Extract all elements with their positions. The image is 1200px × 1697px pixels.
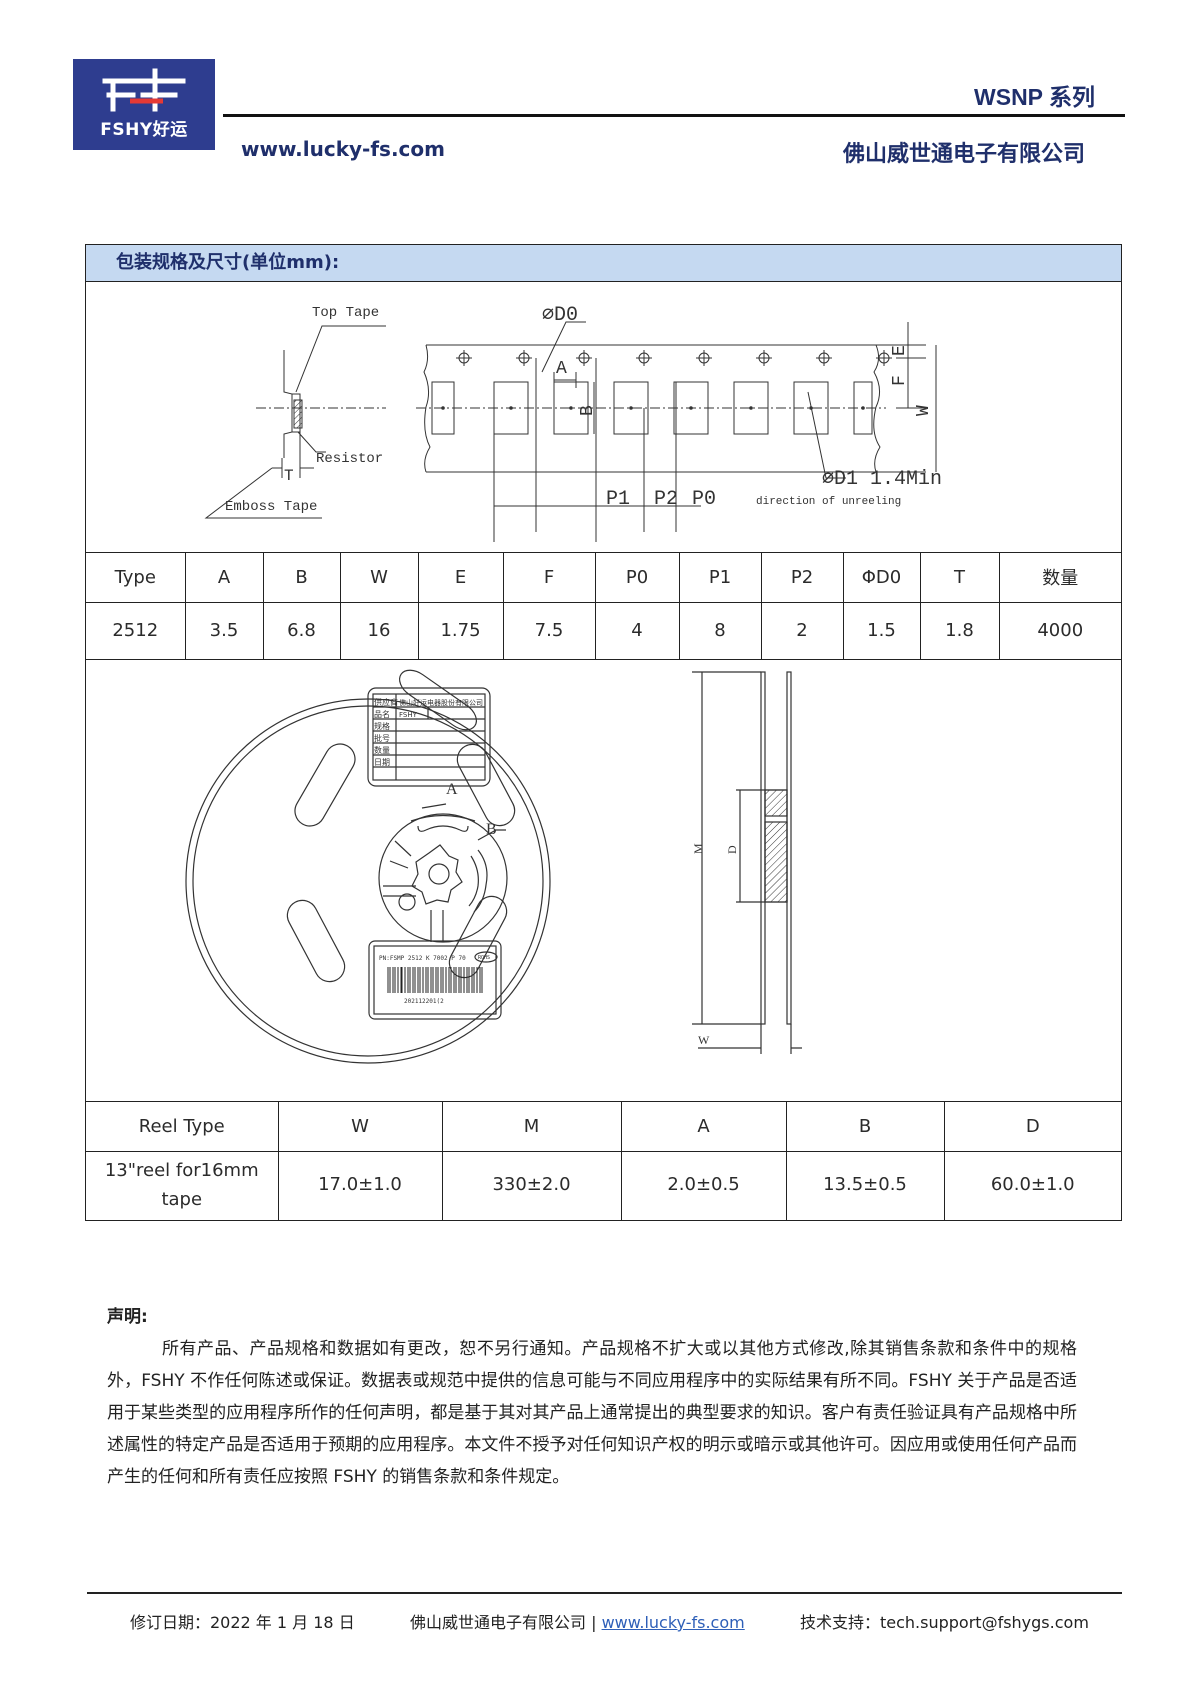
table-cell: 8 xyxy=(678,601,762,659)
table-cell: 13.5±0.5 xyxy=(785,1150,945,1220)
table-header-cell: F xyxy=(502,553,596,603)
label-p0: P0 xyxy=(692,488,716,511)
tape-diagram: Top Tape Resistor Emboss Tape T xyxy=(86,282,1121,553)
label-w: W xyxy=(914,405,934,416)
table-header-cell: M xyxy=(441,1102,622,1152)
table-cell: 1.5 xyxy=(842,601,921,659)
label-e: E xyxy=(890,345,910,356)
reel-label-supplier: 佛山好运电器股份有限公司 xyxy=(399,698,483,707)
footer-website-link[interactable]: www.lucky-fs.com xyxy=(601,1613,745,1632)
table-row: 2512 3.5 6.8 16 1.75 7.5 4 8 2 1.5 1.8 4… xyxy=(86,601,1121,659)
series-title: WSNP 系列 xyxy=(974,84,1095,110)
header-website[interactable]: www.lucky-fs.com xyxy=(241,137,445,161)
spec-title: 包装规格及尺寸(单位mm): xyxy=(86,245,1121,282)
table-cell: 1.8 xyxy=(919,601,1000,659)
reel-side-view xyxy=(692,671,802,1054)
table-cell: 2.0±0.5 xyxy=(620,1150,787,1220)
carrier-tape-strip xyxy=(416,321,937,542)
table-cell: 4 xyxy=(594,601,680,659)
table-header-cell: W xyxy=(277,1102,443,1152)
reel-barcode-bottom-text: 202112201(2 xyxy=(404,998,444,1005)
reel-label-row: 供应商 xyxy=(374,697,398,707)
table-header-cell: T xyxy=(919,553,1000,603)
table-header-cell: P1 xyxy=(678,553,762,603)
table-cell: 6.8 xyxy=(262,601,341,659)
table-header-cell: Reel Type xyxy=(86,1102,279,1152)
label-emboss-tape: Emboss Tape xyxy=(225,499,317,515)
table-cell: 2512 xyxy=(86,601,186,659)
table-header-cell: B xyxy=(785,1102,945,1152)
table-header-cell: A xyxy=(620,1102,787,1152)
table-cell: 13"reel for16mm tape xyxy=(86,1150,279,1220)
label-direction: direction of unreeling xyxy=(756,496,901,508)
footer-divider xyxy=(87,1592,1122,1594)
table-header-cell: A xyxy=(184,553,264,603)
reel-label-d: D xyxy=(725,845,739,854)
table-cell: 7.5 xyxy=(502,601,596,659)
table-cell: 16 xyxy=(339,601,419,659)
footer-support: 技术支持：tech.support@fshygs.com xyxy=(800,1613,1089,1632)
label-d0: ⌀D0 xyxy=(542,304,578,327)
label-resistor: Resistor xyxy=(316,451,383,467)
reel-label-m: M xyxy=(691,843,705,854)
table-cell: 3.5 xyxy=(184,601,264,659)
reel-diagram: A B 供应商 品名 规格 批号 数量 日期 佛山好运电器股份有限公司 FSHY xyxy=(86,659,1121,1102)
table-header-row: Type A B W E F P0 P1 P2 ΦD0 T 数量 xyxy=(86,553,1121,603)
table-header-cell: W xyxy=(339,553,419,603)
table-cell: 4000 xyxy=(998,601,1121,659)
table-cell: 1.75 xyxy=(417,601,504,659)
label-b: B xyxy=(578,405,598,416)
table-cell: 2 xyxy=(760,601,844,659)
packaging-spec-panel: 包装规格及尺寸(单位mm): Top Tape Resistor Embo xyxy=(85,244,1122,1221)
table-header-row: Reel Type W M A B D xyxy=(86,1102,1121,1152)
table-header-cell: Type xyxy=(86,553,186,603)
reel-product-label xyxy=(367,687,491,787)
reel-label-product: FSHY xyxy=(399,711,418,719)
disclaimer: 声明: 所有产品、产品规格和数据如有更改，恕不另行通知。产品规格不扩大或以其他方… xyxy=(107,1301,1077,1493)
reel-label-w: W xyxy=(698,1033,710,1047)
tape-dimension-table: Type A B W E F P0 P1 P2 ΦD0 T 数量 2512 3.… xyxy=(86,553,1121,659)
footer-company-name: 佛山威世通电子有限公司 | xyxy=(410,1613,597,1632)
table-header-cell: E xyxy=(417,553,504,603)
reel-barcode-rohs: ROHS xyxy=(478,955,490,961)
table-row: 13"reel for16mm tape 17.0±1.0 330±2.0 2.… xyxy=(86,1150,1121,1220)
disclaimer-body: 所有产品、产品规格和数据如有更改，恕不另行通知。产品规格不扩大或以其他方式修改,… xyxy=(107,1339,1077,1487)
company-logo: FSHY好运 xyxy=(73,59,215,150)
reel-label-b: B xyxy=(486,821,497,838)
header-divider xyxy=(223,114,1125,117)
reel-barcode-top-text: PN:FSMP 2512 K 7002 P 70 xyxy=(379,955,466,962)
reel-label-row: 品名 xyxy=(374,709,390,719)
label-t: T xyxy=(284,467,294,485)
logo-text: FSHY好运 xyxy=(100,120,188,140)
footer-company: 佛山威世通电子有限公司 | www.lucky-fs.com xyxy=(410,1609,745,1633)
label-d1: ⌀D1 1.4Min xyxy=(822,468,942,491)
footer-revision-date: 修订日期：2022 年 1 月 18 日 xyxy=(130,1613,355,1632)
table-header-cell: B xyxy=(262,553,341,603)
disclaimer-title: 声明: xyxy=(107,1307,148,1327)
label-top-tape: Top Tape xyxy=(312,305,379,321)
table-cell: 60.0±1.0 xyxy=(943,1150,1121,1220)
label-a: A xyxy=(556,359,567,379)
table-header-cell: D xyxy=(943,1102,1121,1152)
table-cell: 17.0±1.0 xyxy=(277,1150,443,1220)
label-f: F xyxy=(890,375,910,386)
logo-mark-icon xyxy=(102,68,186,112)
header-company-name: 佛山威世通电子有限公司 xyxy=(842,142,1085,167)
label-p2: P2 xyxy=(654,488,678,511)
table-cell: 330±2.0 xyxy=(441,1150,622,1220)
table-header-cell: ΦD0 xyxy=(842,553,921,603)
label-p1: P1 xyxy=(606,488,630,511)
table-header-cell: P0 xyxy=(594,553,680,603)
reel-label-row: 规格 xyxy=(374,721,390,731)
table-header-cell: 数量 xyxy=(998,553,1121,603)
table-header-cell: P2 xyxy=(760,553,844,603)
reel-barcode-label xyxy=(368,940,502,1020)
reel-dimension-table: Reel Type W M A B D 13"reel for16mm tape… xyxy=(86,1102,1121,1220)
reel-label-row: 批号 xyxy=(374,733,390,743)
tape-side-profile xyxy=(204,325,386,519)
reel-label-row: 数量 xyxy=(374,745,390,755)
reel-label-row: 日期 xyxy=(374,758,390,767)
reel-label-a: A xyxy=(446,781,458,798)
